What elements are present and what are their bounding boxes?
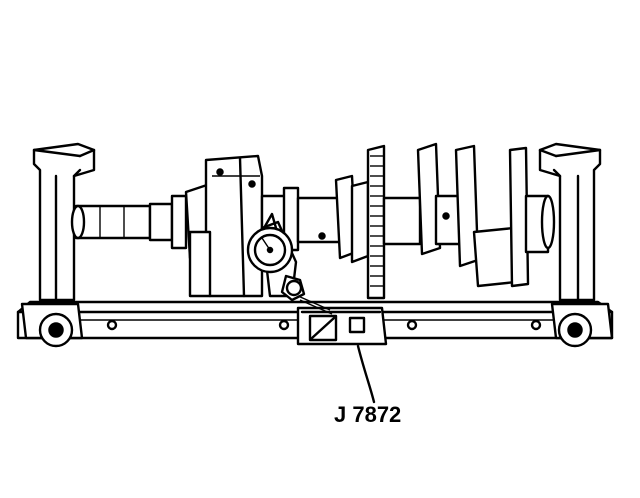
stand-left-wheel (38, 312, 74, 348)
tool-label: J 7872 (334, 402, 401, 427)
dial-indicator-support (296, 295, 388, 346)
crankshaft (70, 142, 556, 300)
dial-indicator (246, 212, 306, 302)
stand-right-wheel (557, 312, 593, 348)
thrust-flange-teeth (370, 155, 384, 287)
callout-j7872: J 7872 (334, 344, 401, 427)
